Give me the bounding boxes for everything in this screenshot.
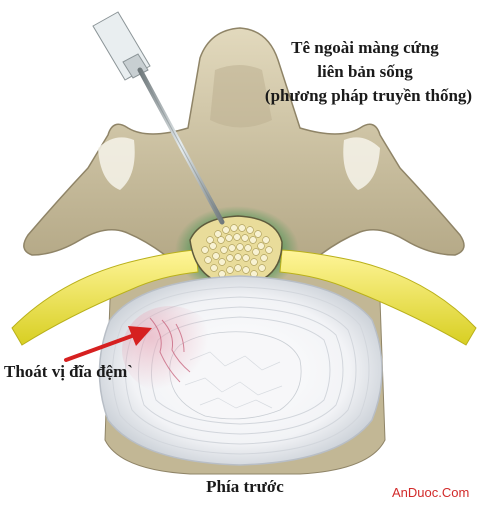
title-line-2: liên bản sống (317, 62, 413, 81)
nerve-root-right (279, 249, 477, 346)
anterior-label: Phía trước (206, 477, 284, 496)
nerve-root-left (11, 249, 199, 346)
syringe-needle-icon (92, 11, 225, 225)
red-arrow-icon (64, 326, 152, 362)
vertebral-bone (23, 27, 465, 269)
herniated-region (122, 306, 218, 394)
herniated-disc-label: Thoát vị đĩa đệm` (4, 362, 133, 381)
title-line-3: (phương pháp truyền thống) (264, 86, 473, 105)
title-line-1: Tê ngoài màng cứng (291, 38, 439, 57)
watermark: AnDuoc.Com (392, 485, 470, 500)
spinal-cord (189, 215, 283, 287)
